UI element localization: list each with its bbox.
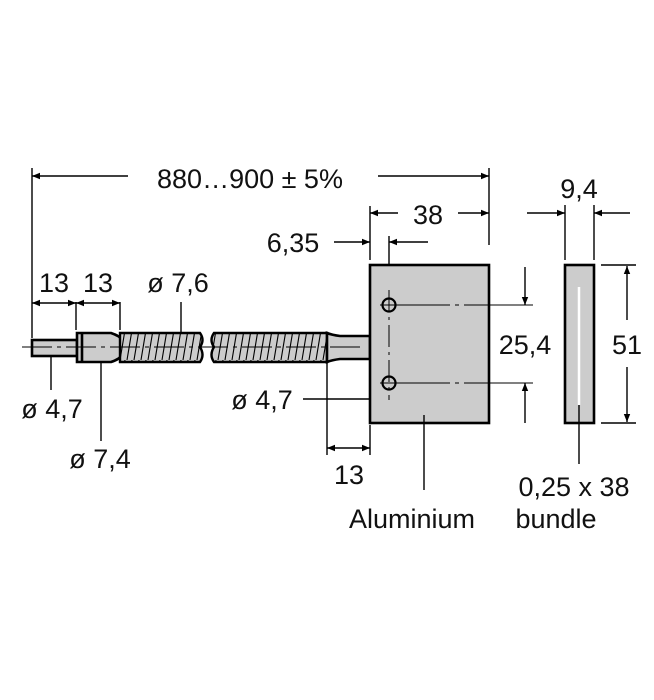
head-width-label: 38 — [413, 200, 443, 230]
sleeve-diameter-label: ø 4,7 — [21, 394, 83, 424]
lower-callouts: ø 4,7 ø 7,4 ø 4,7 13 — [21, 356, 386, 490]
sleeve-tip — [30, 338, 79, 358]
bundle-label: bundle — [515, 504, 596, 534]
stem-length-label: 13 — [334, 460, 364, 490]
overall-length-label: 880…900 ± 5% — [157, 164, 343, 194]
hole-spacing-dimension: 25,4 — [499, 267, 552, 423]
hole-offset-label: 6,35 — [267, 228, 320, 258]
head-height-dimension: 51 — [601, 264, 642, 424]
head-height-label: 51 — [612, 330, 642, 360]
sensor-head: Aluminium — [349, 263, 533, 534]
side-view: 0,25 x 38 bundle — [515, 263, 630, 534]
hole-diameter-label: ø 4,7 — [231, 385, 293, 415]
side-thickness-dimension: 9,4 — [527, 174, 630, 260]
side-thickness-label: 9,4 — [560, 174, 598, 204]
bundle-size-label: 0,25 x 38 — [518, 472, 629, 502]
armor-diameter-callout: ø 7,6 — [147, 268, 209, 333]
cable-assembly — [22, 331, 372, 364]
hole-spacing-label: 25,4 — [499, 330, 552, 360]
sleeve-ferrule-dimensions: 13 13 — [32, 268, 121, 330]
material-label: Aluminium — [349, 504, 475, 534]
aluminium-body — [368, 263, 491, 425]
armor-diameter-label: ø 7,6 — [147, 268, 209, 298]
sleeve-length-label: 13 — [39, 268, 69, 298]
ferrule-length-label: 13 — [83, 268, 113, 298]
hole-offset-dimension: 6,35 — [267, 228, 428, 285]
ferrule-diameter-label: ø 7,4 — [69, 444, 131, 474]
head-width-dimension: 38 — [369, 200, 489, 260]
overall-length-dimension: 880…900 ± 5% — [31, 164, 490, 338]
